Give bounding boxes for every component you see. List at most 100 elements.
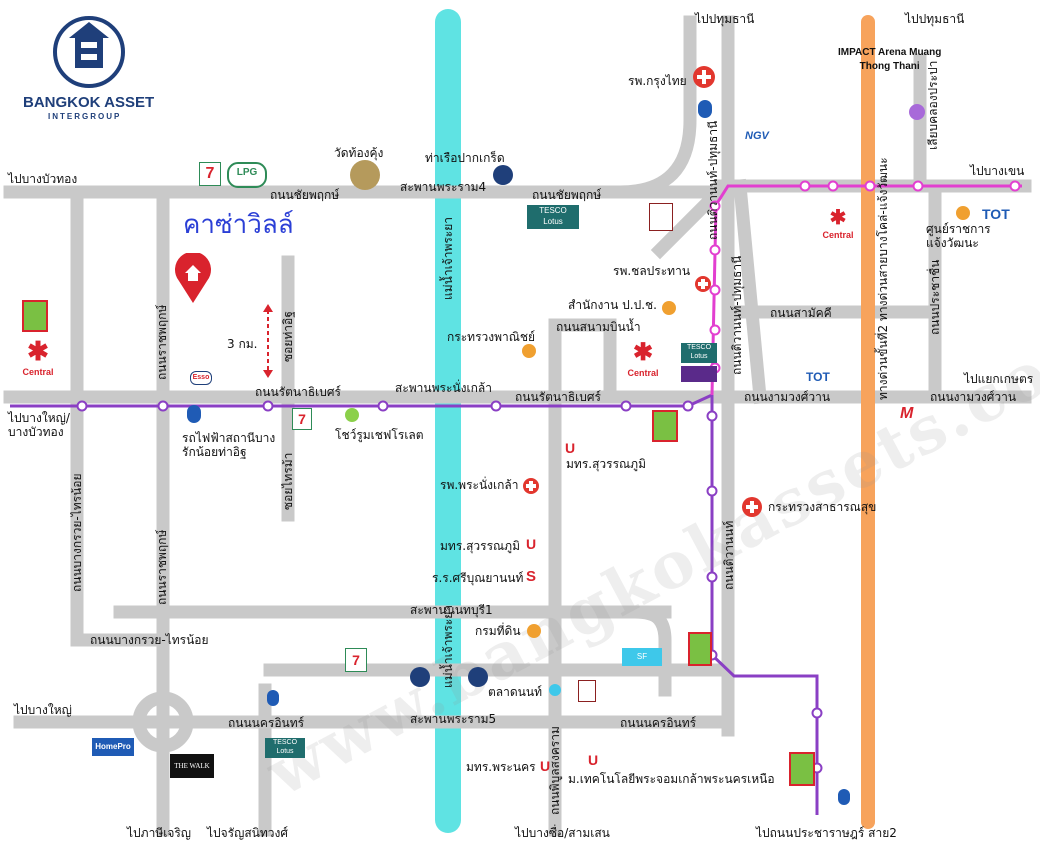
- ngv-icon: NGV: [745, 130, 769, 142]
- big-c-icon-4: [789, 752, 815, 786]
- pink-line-station: [1009, 180, 1021, 192]
- distance-arrow-down: [263, 370, 273, 378]
- label-to-charan: ไปจรัญสนิทวงศ์: [207, 826, 289, 840]
- label-stou-1: มทร.สุวรรณภูมิ: [566, 457, 646, 471]
- label-rattanathibet-2: ถนนรัตนาธิเบศร์: [515, 390, 601, 404]
- label-rama5-bridge: สะพานพระราม5: [410, 712, 497, 726]
- label-sanam-bin-nam-road: ถนนสนามบินน้ำ: [556, 320, 641, 334]
- tesco-lotus-icon-1: TESCO Lotus: [527, 205, 579, 229]
- label-kmutnb: ม.เทคโนโลยีพระจอมเกล้าพระนครเหนือ: [568, 772, 775, 786]
- label-ratchapruek-1: ถนนราชพฤกษ์: [155, 304, 169, 380]
- label-soi-tha-it: ซอยท่าอิฐ: [281, 311, 295, 362]
- tot-icon-1: TOT: [982, 206, 1010, 222]
- label-nonthaburi-market: ตลาดนนท์: [488, 685, 542, 699]
- big-c-icon-3: [688, 632, 712, 666]
- label-to-bang-khen: ไปบางเขน: [970, 164, 1025, 178]
- pink-line-station: [709, 324, 721, 336]
- poi-green-chevrolet: [345, 408, 359, 422]
- sf-cinema-icon: SF: [622, 648, 662, 666]
- poi-orange-land: [527, 624, 541, 638]
- pink-line-station: [709, 200, 721, 212]
- big-c-icon-2: [652, 410, 678, 442]
- market-icon: [578, 680, 596, 702]
- label-pak-kret-pier: ท่าเรือปากเกร็ด: [425, 151, 505, 165]
- pier-icon-3: [468, 667, 488, 687]
- location-pin-icon[interactable]: [173, 253, 213, 305]
- label-ngam-wong-wan-1: ถนนงามวงศ์วาน: [744, 390, 831, 404]
- roundabout: [132, 691, 194, 753]
- label-opdc: สำนักงาน ป.ป.ช.: [568, 298, 657, 312]
- label-river-2: แม่น้ำเจ้าพระยา: [441, 604, 455, 688]
- label-stou-2: มทร.สุวรรณภูมิ: [440, 539, 520, 553]
- poi-orange-opdc: [662, 301, 676, 315]
- purple-line-station: [262, 400, 274, 412]
- university-icon-1: U: [565, 440, 576, 456]
- tot-icon-2: TOT: [806, 370, 830, 384]
- label-ngam-wong-wan-2: ถนนงามวงศ์วาน: [930, 390, 1017, 404]
- purple-line-station: [76, 400, 88, 412]
- label-to-prachachuen-2: ไปถนนประชาราษฎร์ สาย2: [756, 826, 897, 840]
- purple-line-station: [706, 485, 718, 497]
- label-public-health: กระทรวงสาธารณสุข: [768, 500, 877, 514]
- label-tiwanon: ถนนติวานนท์: [722, 520, 736, 590]
- distance-arrow-up: [263, 304, 273, 312]
- pink-line-station: [912, 180, 924, 192]
- label-to-bang-bua-thong: ไปบางบัวทอง: [8, 172, 78, 186]
- label-phra-nang-klao-bridge: สะพานพระนั่งเกล้า: [395, 381, 492, 395]
- hospital-icon-1: [693, 66, 715, 88]
- label-rattanathibet-1: ถนนรัตนาธิเบศร์: [255, 385, 341, 399]
- pink-line-station: [864, 180, 876, 192]
- northwest-link: [650, 180, 730, 260]
- label-krungthai-hosp: รพ.กรุงไทย: [628, 74, 687, 88]
- big-c-icon-1: [22, 300, 48, 332]
- label-river-1: แม่น้ำเจ้าพระยา: [441, 216, 455, 300]
- label-nonthaburi1-bridge: สะพานนนทบุรี1: [410, 603, 493, 617]
- label-impact: IMPACT Arena Muang Thong Thani: [838, 47, 942, 72]
- label-show-dc: โชว์รูมเชฟโรเลต: [335, 428, 424, 442]
- poi-purple-impact: [909, 104, 925, 120]
- label-rama4-bridge: สะพานพระราม4: [400, 180, 487, 194]
- ptt-icon-1: [698, 100, 712, 118]
- pier-icon-2: [410, 667, 430, 687]
- company-logo-icon: [53, 16, 125, 88]
- label-nakhon-in-1: ถนนนครอินทร์: [228, 716, 305, 730]
- purple-line-station: [620, 400, 632, 412]
- label-to-bang-sue: ไปบางซื่อ/สามเสน: [515, 826, 610, 840]
- pink-line-station: [709, 284, 721, 296]
- label-soi-sai-ma: ซอยไทรม้า: [281, 452, 295, 510]
- university-icon-4: U: [588, 752, 599, 768]
- pink-line-station: [709, 244, 721, 256]
- label-sriboonyanon: ร.ร.ศรีบุณยานนท์: [432, 571, 524, 585]
- label-chonprathan-hosp: รพ.ชลประทาน: [613, 264, 691, 278]
- purple-line-station: [706, 410, 718, 422]
- label-chaiyaphruek-1: ถนนชัยพฤกษ์: [270, 188, 340, 202]
- label-ratchapruek-2: ถนนราชพฤกษ์: [155, 529, 169, 605]
- ptt-icon-4: [838, 789, 850, 805]
- label-bts-station: รถไฟฟ้าสถานีบาง รักน้อยท่าอิฐ: [182, 431, 276, 459]
- tesco-lotus-icon-2: TESCO Lotus: [681, 343, 717, 363]
- homepro-icon: HomePro: [92, 738, 134, 756]
- label-to-pathum-2: ไปปทุมธานี: [905, 12, 965, 26]
- label-gov-center: ศูนย์ราชการ แจ้งวัฒนะ: [926, 222, 991, 250]
- hospital-icon-4: [742, 497, 762, 517]
- purple-line-station: [490, 400, 502, 412]
- seven-eleven-icon-3: 7: [345, 648, 367, 672]
- nonthaburi1-curve: [633, 605, 672, 697]
- distance-label: 3 กม.: [227, 337, 258, 351]
- label-wat-tong-khung: วัดท้องคุ้ง: [334, 146, 384, 160]
- pier-icon: [493, 165, 513, 185]
- poi-orange-commerce: [522, 344, 536, 358]
- label-to-kaset: ไปแยกเกษตร: [964, 372, 1034, 386]
- label-commerce-ministry: กระทรวงพาณิชย์: [447, 330, 536, 344]
- temple-icon: [350, 160, 380, 190]
- central-icon-2: ✱Central: [627, 339, 659, 378]
- label-samakkhi-road: ถนนสามัคคี: [770, 306, 832, 320]
- purple-line-station: [682, 400, 694, 412]
- label-phra-nang-klao-hosp: รพ.พระนั่งเกล้า: [440, 478, 519, 492]
- chaiyaphruek-curve: [613, 15, 697, 199]
- hospital-icon-2: [695, 276, 711, 292]
- central-icon-3: ✱Central: [22, 336, 54, 377]
- poi-orange-gov: [956, 206, 970, 220]
- label-prachachuen: ถนนประชาชื่น: [928, 259, 942, 335]
